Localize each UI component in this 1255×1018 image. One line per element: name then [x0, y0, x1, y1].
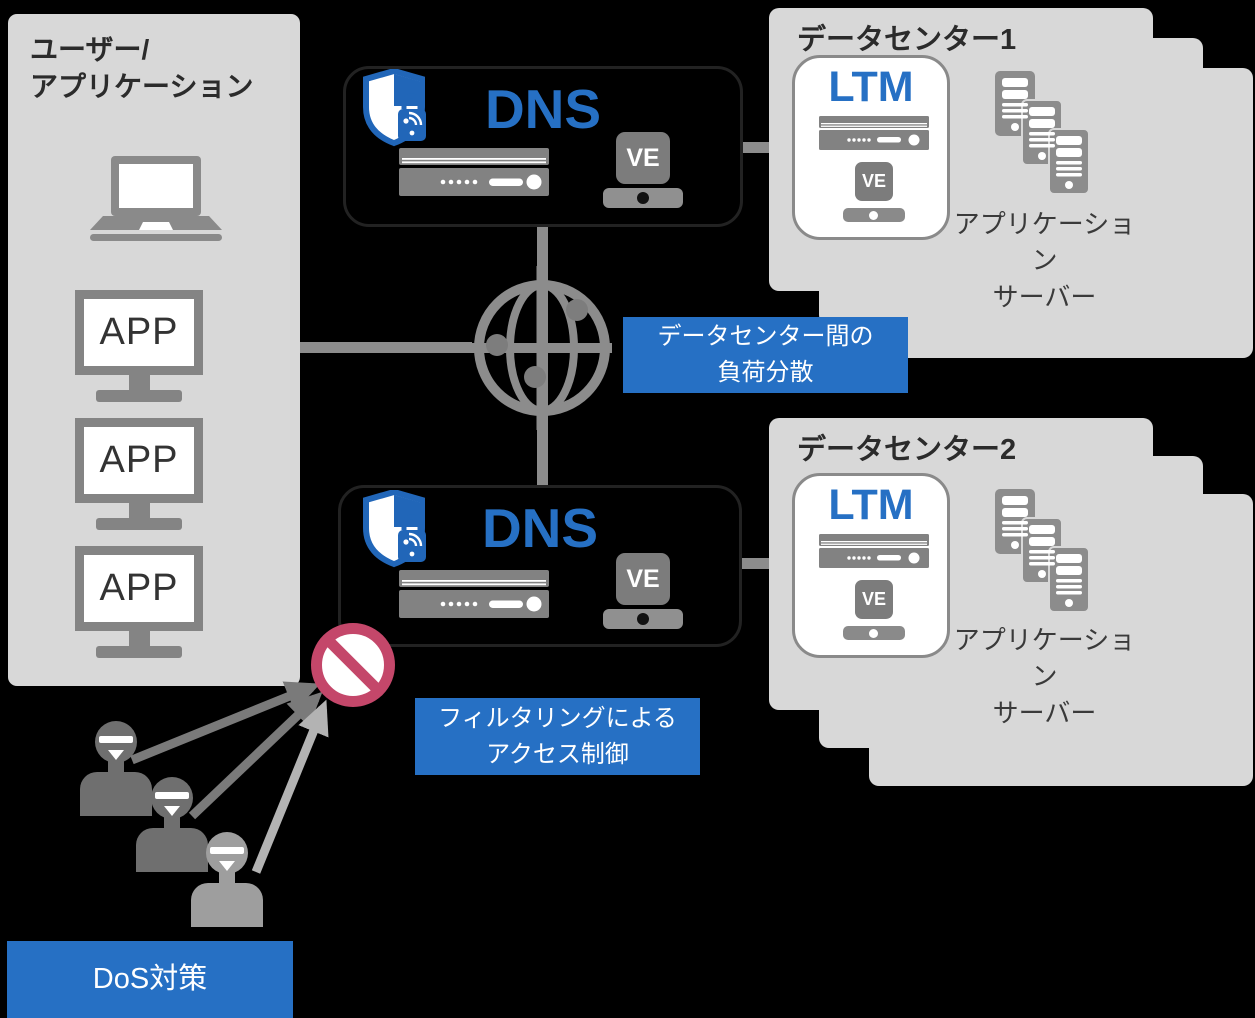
- datacenter2-title: データセンター2: [797, 434, 1017, 466]
- ltm1-box: LTM VE: [792, 55, 950, 240]
- attack-arrow-2: [188, 691, 323, 820]
- shield-lock-icon: [363, 490, 426, 568]
- globe-icon: [466, 266, 612, 430]
- connector-dns1-to-ltm1: [741, 142, 794, 153]
- datacenter1-title: データセンター1: [797, 24, 1017, 56]
- app-monitor-1: APP: [75, 290, 203, 402]
- filtering-callout-line1: フィルタリングによる: [438, 704, 677, 732]
- appliance-icon: [819, 534, 929, 568]
- attack-arrow-3: [251, 699, 329, 874]
- monitor-neck: [128, 631, 150, 646]
- connector-dns2-to-ltm2: [740, 558, 794, 569]
- ve-device-dot: [869, 211, 878, 220]
- block-icon: [311, 623, 395, 707]
- ve-label: VE: [616, 553, 670, 605]
- ve-label: VE: [855, 580, 893, 619]
- appliance-icon: [399, 148, 549, 196]
- laptop-icon: [90, 156, 222, 241]
- ve-label: VE: [855, 162, 893, 201]
- appliance-icon: [399, 570, 549, 618]
- monitor-frame: APP: [75, 546, 203, 631]
- datacenter2-server-caption: アプリケーション サーバー: [942, 622, 1147, 731]
- app-monitor-3: APP: [75, 546, 203, 658]
- server-stack-icon: [995, 71, 1089, 195]
- ve-device-dot: [869, 629, 878, 638]
- appliance-icon: [819, 116, 929, 150]
- ve-device-icon: VE: [603, 553, 683, 629]
- caption-line1: アプリケーション: [953, 209, 1136, 276]
- caption-line2: サーバー: [992, 281, 1097, 312]
- monitor-base: [96, 646, 182, 658]
- ve-device-icon: VE: [843, 580, 905, 641]
- dos-callout: DoS対策: [7, 941, 293, 1018]
- gslb-callout-line2: 負荷分散: [717, 359, 814, 386]
- caption-line1: アプリケーション: [953, 625, 1136, 692]
- attackers-group: [80, 681, 329, 927]
- dns1-box: DNS VE: [343, 66, 743, 227]
- ve-device-icon: VE: [843, 162, 905, 223]
- ltm1-label: LTM: [828, 63, 914, 111]
- dns2-box: DNS VE: [338, 485, 742, 647]
- dns2-label: DNS: [481, 497, 599, 559]
- attack-arrow-1: [130, 681, 321, 765]
- monitor-base: [96, 390, 182, 402]
- ve-device-base: [843, 208, 905, 222]
- ltm2-label: LTM: [828, 481, 914, 529]
- ve-device-dot: [637, 192, 649, 204]
- datacenter1-server-caption: アプリケーション サーバー: [942, 206, 1147, 315]
- app-label: APP: [84, 427, 194, 494]
- user-panel-title-line1: ユーザー/: [30, 34, 150, 65]
- ve-device-base: [843, 626, 905, 640]
- ve-device-icon: VE: [603, 132, 683, 208]
- shield-lock-icon: [363, 69, 426, 147]
- filtering-callout: フィルタリングによる アクセス制御: [415, 698, 700, 775]
- gslb-callout-line1: データセンター間の: [657, 323, 874, 350]
- gslb-callout: データセンター間の 負荷分散: [623, 317, 908, 393]
- ve-label: VE: [616, 132, 670, 184]
- dos-callout-label: DoS対策: [92, 962, 208, 995]
- connector-user-to-globe: [296, 342, 472, 353]
- ve-device-dot: [637, 613, 649, 625]
- dns1-label: DNS: [484, 78, 602, 140]
- caption-line2: サーバー: [992, 697, 1097, 728]
- ve-device-base: [603, 609, 683, 629]
- ltm2-box: LTM VE: [792, 473, 950, 658]
- app-label: APP: [84, 555, 194, 622]
- user-panel-title: ユーザー/ アプリケーション: [30, 32, 253, 106]
- monitor-frame: APP: [75, 290, 203, 375]
- monitor-base: [96, 518, 182, 530]
- ve-device-base: [603, 188, 683, 208]
- app-label: APP: [84, 299, 194, 366]
- monitor-neck: [128, 375, 150, 390]
- filtering-callout-line2: アクセス制御: [486, 740, 629, 768]
- app-monitor-2: APP: [75, 418, 203, 530]
- monitor-frame: APP: [75, 418, 203, 503]
- user-panel-title-line2: アプリケーション: [30, 70, 254, 102]
- user-application-panel: ユーザー/ アプリケーション APP APP APP: [8, 14, 300, 686]
- server-stack-icon: [995, 489, 1089, 613]
- monitor-neck: [128, 503, 150, 518]
- attacker-icon-1: [80, 721, 152, 816]
